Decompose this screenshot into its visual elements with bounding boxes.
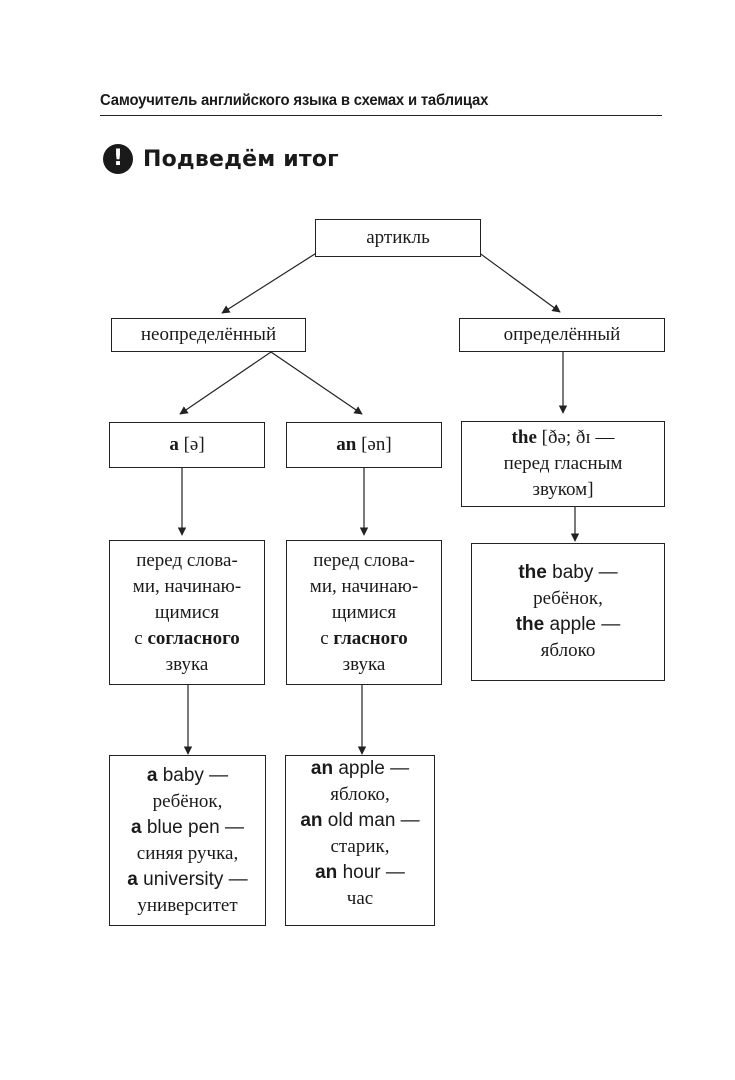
box-a: a [ə] [109,422,265,468]
the-example-2-translation: яблоко [540,640,596,661]
an-example-3: an hour — [315,860,405,886]
example-word: hour — [342,862,405,883]
arrow-root-to-definite [477,251,561,313]
example-article: a [127,868,138,890]
example-word: apple — [549,614,621,635]
arrow-indefinite-to-an [270,351,363,415]
rule-a-line5: звука [165,653,209,675]
box-an: an [ən] [286,422,442,468]
an-word: an [336,434,357,455]
example-article: a [146,764,158,786]
box-a-examples: a baby — ребёнок, a blue pen — синяя руч… [109,755,266,926]
example-article: the [518,562,547,583]
example-word: university — [143,868,248,890]
rule-an-line1: перед слова- [313,549,415,571]
rule-a-prefix: с [134,627,143,649]
arrow-root-to-indefinite [221,251,319,314]
a-example-3-translation: университет [137,894,238,916]
the-line2: перед гласным [503,453,623,474]
example-article: an [315,862,338,883]
arrow-indefinite-to-a [179,351,272,415]
example-word: old man — [327,810,420,831]
rule-an-line5: звука [342,653,386,675]
an-example-3-translation: час [346,888,374,909]
example-word: baby — [552,562,618,583]
the-word: the [511,427,537,448]
a-example-2-translation: синяя ручка, [136,842,239,864]
section-title: ! Подведём итог [103,142,339,176]
definite-label: определённый [503,324,621,345]
box-the: the [ðə; ðɪ — перед гласным звуком] [461,421,665,507]
example-word: baby — [162,764,229,786]
example-article: an [310,758,334,779]
an-example-2: an old man — [300,808,419,834]
box-an-examples: an apple — яблоко, an old man — старик, … [285,755,435,926]
the-transcription: [ðə; ðɪ — [541,427,615,448]
header-rule [100,115,662,116]
an-transcription: [ən] [361,434,392,455]
the-line3: звуком] [532,479,594,500]
a-example-1: a baby — [147,763,228,789]
the-example-1-translation: ребёнок, [533,588,603,609]
example-article: the [515,614,545,635]
an-example-1: an apple — [311,756,409,782]
box-indefinite: неопределённый [111,318,306,352]
rule-an-line3: щимися [331,601,397,623]
rule-an-emphasis: гласного [333,627,408,649]
example-word: apple — [338,758,410,779]
rule-a-emphasis: согласного [147,627,240,649]
section-title-text: Подведём итог [143,146,339,172]
the-example-2: the apple — [516,612,621,638]
box-the-examples: the baby — ребёнок, the apple — яблоко [471,543,665,681]
example-article: an [300,810,323,831]
the-example-1: the baby — [518,560,617,586]
a-example-3: a university — [127,867,247,893]
a-example-1-translation: ребёнок, [152,790,223,812]
exclamation-circle-icon: ! [103,144,133,174]
rule-an-prefix: с [320,627,329,649]
an-example-2-translation: старик, [330,836,390,857]
example-article: a [130,816,142,838]
a-example-2: a blue pen — [131,815,244,841]
box-article: артикль [315,219,481,257]
indefinite-label: неопределённый [140,324,277,345]
box-rule-a: перед слова- ми, начинаю- щимися с согла… [109,540,265,685]
rule-a-line1: перед слова- [136,549,238,571]
article-label: артикль [366,227,430,248]
an-example-1-translation: яблоко, [330,784,390,805]
running-header: Самоучитель английского языка в схемах и… [100,92,489,109]
box-rule-an: перед слова- ми, начинаю- щимися с гласн… [286,540,442,685]
rule-a-line2: ми, начинаю- [132,575,242,597]
box-definite: определённый [459,318,665,352]
a-word: a [169,434,179,455]
rule-a-line3: щимися [154,601,220,623]
example-word: blue pen — [146,816,245,838]
a-transcription: [ə] [183,434,205,455]
rule-an-line2: ми, начинаю- [309,575,419,597]
